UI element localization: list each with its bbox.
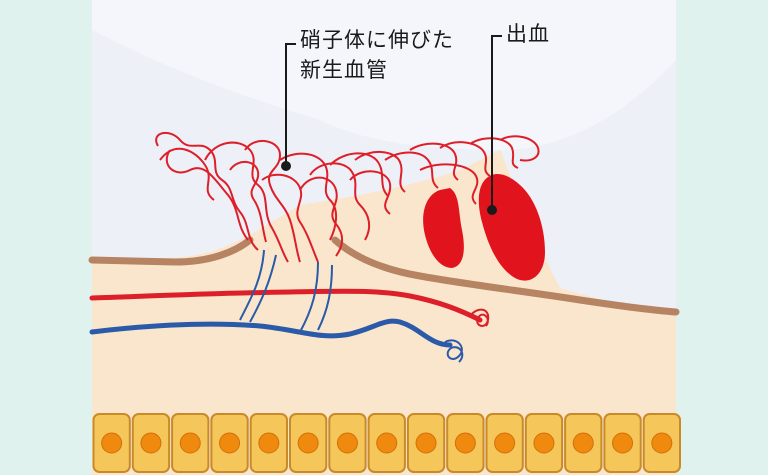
leader-dot-hemorrhage: [487, 205, 497, 215]
hemorrhage-left: [423, 188, 464, 268]
cell-nucleus: [533, 432, 555, 454]
cell-nucleus: [336, 432, 358, 454]
label-neovascularization-line1: 硝子体に伸びた: [300, 28, 454, 52]
cell-nucleus: [612, 432, 634, 454]
cell-nucleus: [140, 432, 162, 454]
cell-nucleus: [572, 432, 594, 454]
cell-nucleus: [494, 432, 516, 454]
cell-nucleus: [651, 432, 673, 454]
artery-loop: [469, 308, 490, 327]
artery: [89, 288, 483, 323]
label-neovascularization-line2: 新生血管: [300, 58, 388, 82]
cell-nucleus: [376, 432, 398, 454]
membrane-right: [331, 236, 680, 316]
neovascular-tangle: [155, 131, 540, 263]
membrane-left: [88, 236, 254, 266]
hemorrhage-right: [478, 174, 545, 281]
vein-loop: [444, 339, 464, 363]
right-side-panel: [676, 0, 768, 475]
vein: [89, 318, 453, 348]
cell-nucleus: [219, 432, 241, 454]
neovessel-stems-blue: [239, 249, 333, 333]
leader-dot-neovascularization: [281, 161, 291, 171]
cell-nucleus: [258, 432, 280, 454]
cell-nucleus: [297, 432, 319, 454]
cell-nucleus: [101, 432, 123, 454]
cell-layer: [92, 413, 682, 473]
cell-nucleus: [454, 432, 476, 454]
vitreous-highlight: [92, 0, 676, 150]
leader-line-neovascularization: [285, 43, 296, 166]
leader-line-hemorrhage: [491, 35, 502, 210]
cell-nucleus: [179, 432, 201, 454]
cell-nucleus: [415, 432, 437, 454]
label-hemorrhage: 出血: [506, 22, 550, 46]
left-side-panel: [0, 0, 92, 475]
